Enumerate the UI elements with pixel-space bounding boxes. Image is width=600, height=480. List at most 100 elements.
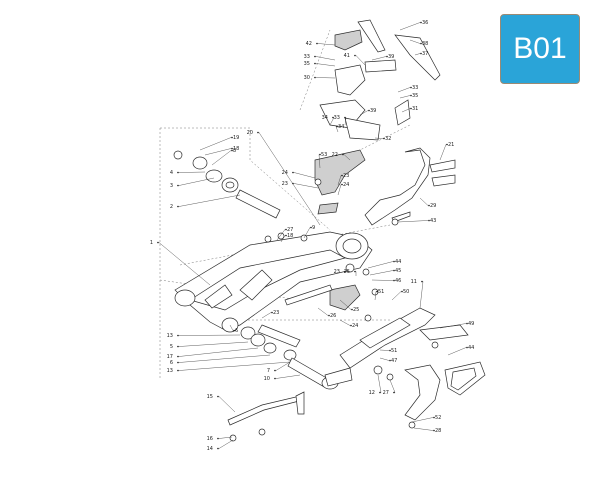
callout-number: 20 <box>247 130 253 136</box>
leader-line <box>439 144 447 161</box>
callout-number: 17 <box>167 354 173 360</box>
leader-line <box>359 110 369 116</box>
leader-dot <box>354 270 356 273</box>
leader-line <box>218 436 233 439</box>
leader-dot <box>177 369 179 372</box>
leader-dot <box>379 391 381 394</box>
callout-number: 35 <box>304 61 310 67</box>
leader-line <box>293 183 319 189</box>
leader-dot <box>344 270 346 273</box>
leader-line <box>397 87 411 93</box>
leader-dot <box>316 42 318 45</box>
section-badge-label: B01 <box>513 32 567 65</box>
callout-number: 27 <box>383 390 389 396</box>
callout-number: 41 <box>344 53 350 59</box>
leader-dot <box>421 280 423 283</box>
leader-dot <box>285 234 287 237</box>
callout-number: 35 <box>412 93 418 99</box>
leader-dot <box>177 184 179 187</box>
leader-line <box>374 291 377 301</box>
leader-line <box>229 324 234 331</box>
leader-line <box>379 349 390 351</box>
leader-line <box>409 39 421 44</box>
leader-line <box>280 235 286 243</box>
leader-line <box>369 270 394 276</box>
leader-line <box>447 347 467 356</box>
rear-linkage <box>324 307 469 387</box>
swingarm <box>174 231 373 333</box>
callout-number: 52 <box>435 415 441 421</box>
leader-line <box>345 271 351 273</box>
leader-dot <box>314 62 316 65</box>
leader-dot <box>342 153 344 156</box>
leader-line <box>391 291 402 301</box>
leader-dot <box>376 290 378 293</box>
leader-dot <box>217 395 219 398</box>
callout-number: 33 <box>334 115 340 121</box>
lower-shaft-assembly <box>240 324 339 390</box>
leader-line <box>218 396 236 413</box>
leader-dot <box>410 107 412 110</box>
leader-line <box>258 132 321 226</box>
leader-dot <box>393 269 395 272</box>
callout-number: 3 <box>170 183 173 189</box>
leader-dot <box>231 136 233 139</box>
leader-dot <box>233 329 235 332</box>
callout-number: 33 <box>412 85 418 91</box>
leader-dot <box>336 125 338 128</box>
leader-line <box>337 184 342 196</box>
callout-number: 12 <box>369 390 375 396</box>
leader-line <box>317 43 336 46</box>
callout-number: 22 <box>332 152 338 158</box>
leader-line <box>413 427 434 431</box>
leader-dot <box>466 322 468 325</box>
leader-dot <box>386 55 388 58</box>
leader-dot <box>217 437 219 440</box>
leader-line <box>414 53 421 56</box>
callout-number: 51 <box>391 348 397 354</box>
leader-dot <box>428 204 430 207</box>
leader-dot <box>328 314 330 317</box>
leader-dot <box>319 153 321 156</box>
leader-dot <box>177 345 179 348</box>
leader-line <box>367 261 394 269</box>
leader-dot <box>393 391 395 394</box>
leader-line <box>397 220 429 223</box>
leader-dot <box>231 147 233 150</box>
leader-line <box>339 319 351 326</box>
leader-line <box>178 361 291 371</box>
leader-dot <box>420 21 422 24</box>
leader-line <box>377 374 382 393</box>
leader-line <box>199 137 232 151</box>
leader-line <box>178 334 241 336</box>
leader-line <box>401 108 411 113</box>
leader-dot <box>350 324 352 327</box>
leader-dot <box>344 116 346 119</box>
leader-line <box>303 227 311 239</box>
section-badge: B01 <box>500 14 580 84</box>
leader-dot <box>446 143 448 146</box>
leader-dot <box>420 42 422 45</box>
callout-number: 24 <box>352 323 358 329</box>
leader-line <box>178 347 259 357</box>
callout-number: 27 <box>287 227 293 233</box>
leader-line <box>374 137 384 139</box>
callout-number: 5 <box>170 344 173 350</box>
leader-dot <box>341 183 343 186</box>
callout-number: 23 <box>334 269 340 275</box>
leader-dot <box>274 377 276 380</box>
callout-number: 34 <box>338 124 344 130</box>
callout-number: 21 <box>448 142 454 148</box>
leader-line <box>411 417 434 423</box>
callout-number: 25 <box>344 269 350 275</box>
leader-dot <box>177 361 179 364</box>
callout-number: 31 <box>412 106 418 112</box>
callout-number: 25 <box>353 307 359 313</box>
leader-dot <box>157 241 159 244</box>
leader-line <box>399 22 421 31</box>
callout-number: 44 <box>468 345 474 351</box>
leader-line <box>218 439 234 449</box>
leader-dot <box>341 174 343 177</box>
